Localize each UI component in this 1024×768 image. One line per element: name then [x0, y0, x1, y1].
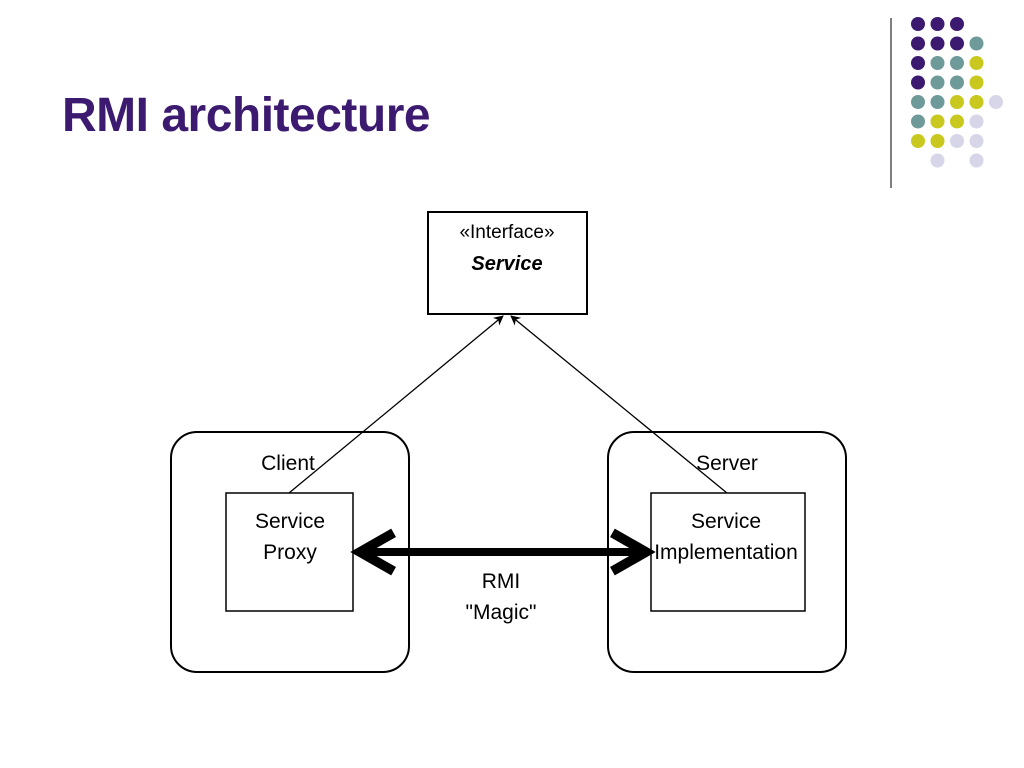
impl-to-interface-arrow — [510, 315, 728, 494]
interface-stereotype: «Interface» — [459, 222, 554, 243]
service-proxy-line1: Service — [255, 510, 325, 533]
client-label: Client — [261, 452, 315, 475]
proxy-to-interface-arrow — [288, 315, 504, 494]
service-implementation-box: Service Implementation — [650, 492, 806, 612]
rmi-label-line2: "Magic" — [466, 601, 537, 624]
rmi-label-line1: RMI — [482, 570, 521, 593]
service-proxy-box: Service Proxy — [225, 492, 354, 612]
interface-box: «Interface» Service — [427, 211, 588, 315]
service-proxy-line2: Proxy — [263, 541, 317, 564]
server-node: Server Service Implementation — [607, 431, 847, 673]
service-impl-line2: Implementation — [654, 541, 798, 564]
server-label: Server — [696, 452, 758, 475]
client-node: Client Service Proxy — [170, 431, 410, 673]
interface-name: Service — [471, 253, 542, 275]
service-impl-line1: Service — [691, 510, 761, 533]
slide-title: RMI architecture — [62, 89, 431, 142]
